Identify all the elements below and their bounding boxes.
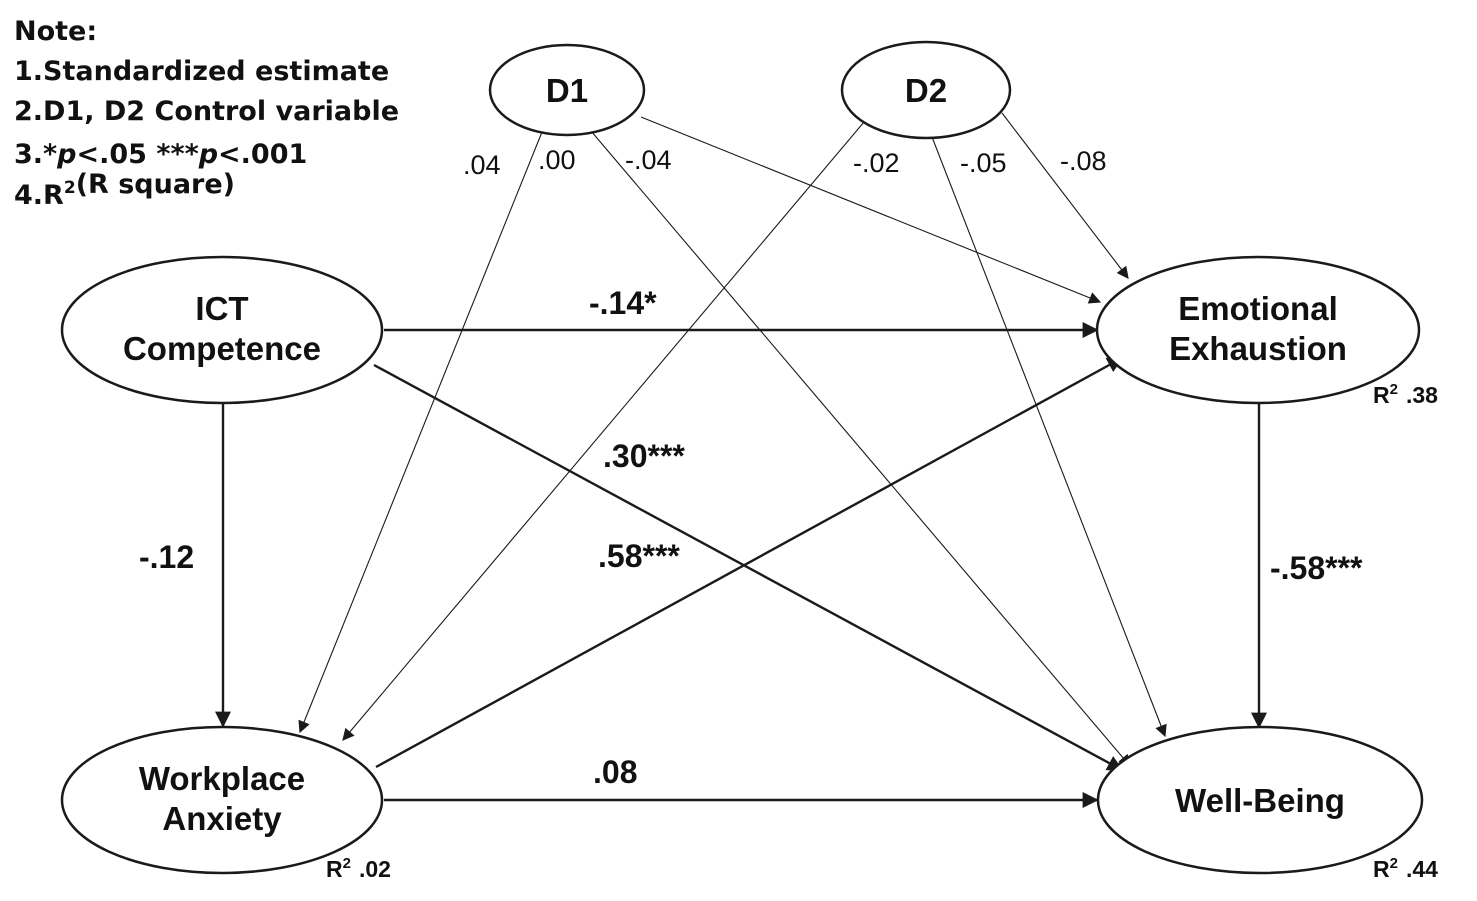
- r2-emotional-exhaustion: R2.38: [1373, 381, 1438, 408]
- arrow-ict-to-wb: [373, 363, 1124, 772]
- coef-d2-to-wa: -.02: [853, 148, 900, 178]
- coef-wa-to-wb: .08: [593, 754, 637, 790]
- arrow-wa-to-ee: [375, 356, 1124, 769]
- arrow-d1-to-wa: [298, 131, 543, 734]
- node-d1-label: D1: [546, 72, 588, 109]
- node-wa-label-line1: Workplace: [139, 760, 305, 797]
- coef-ee-to-wb: -.58***: [1270, 550, 1363, 586]
- node-d2-label: D2: [905, 72, 947, 109]
- node-ee-label-line2: Exhaustion: [1169, 330, 1347, 367]
- node-emotional-exhaustion: Emotional Exhaustion: [1095, 255, 1421, 405]
- note-title: Note:: [14, 16, 97, 47]
- node-d2: D2: [840, 40, 1012, 140]
- r2-well-being: R2.44: [1373, 855, 1438, 882]
- node-d1: D1: [488, 43, 646, 137]
- node-ict-label-line1: ICT: [195, 290, 248, 327]
- paths-group: -.14* -.12 .30*** .58*** .08 -.58*** .04 .00 -.0…: [139, 112, 1363, 808]
- node-wb-label: Well-Being: [1175, 782, 1345, 819]
- node-workplace-anxiety: Workplace Anxiety: [60, 725, 384, 875]
- arrow-d2-to-wb: [931, 136, 1167, 738]
- coef-d2-to-wb: -.05: [960, 148, 1007, 178]
- note-block: Note: 1.Standardized estimate 2.D1, D2 C…: [14, 16, 399, 211]
- node-ict-competence: ICT Competence: [60, 255, 384, 405]
- coef-d1-to-ee: -.04: [625, 145, 672, 175]
- nodes-group: D1 D2 ICT Competence Emotional Exhaustio…: [60, 40, 1424, 875]
- note-item-control-variable: 2.D1, D2 Control variable: [14, 96, 399, 127]
- coef-ict-to-ee: -.14*: [589, 285, 657, 321]
- note-item-standardized: 1.Standardized estimate: [14, 56, 389, 87]
- coef-d2-to-ee: -.08: [1060, 146, 1107, 176]
- node-well-being: Well-Being: [1096, 725, 1424, 875]
- coef-wa-to-ee: .58***: [598, 538, 680, 574]
- coef-d1-to-wa: .04: [463, 150, 501, 180]
- node-wa-label-line2: Anxiety: [162, 800, 282, 837]
- arrow-d2-to-wa: [342, 121, 865, 741]
- node-ee-label-line1: Emotional: [1178, 290, 1338, 327]
- note-item-significance: 3.*p<.05 ***p<.001: [14, 139, 307, 170]
- r2-workplace-anxiety: R2.02: [326, 855, 391, 882]
- arrow-d1-to-ee: [640, 116, 1102, 304]
- arrow-d2-to-ee: [1001, 112, 1129, 279]
- note-item-r-square: 4.R2(R square): [14, 169, 235, 211]
- coef-d1-to-wb: .00: [538, 145, 576, 175]
- node-ict-label-line2: Competence: [123, 330, 321, 367]
- arrow-d1-to-wb: [590, 130, 1131, 767]
- coef-ict-to-wa: -.12: [139, 539, 194, 575]
- coef-ict-to-wb: .30***: [603, 438, 685, 474]
